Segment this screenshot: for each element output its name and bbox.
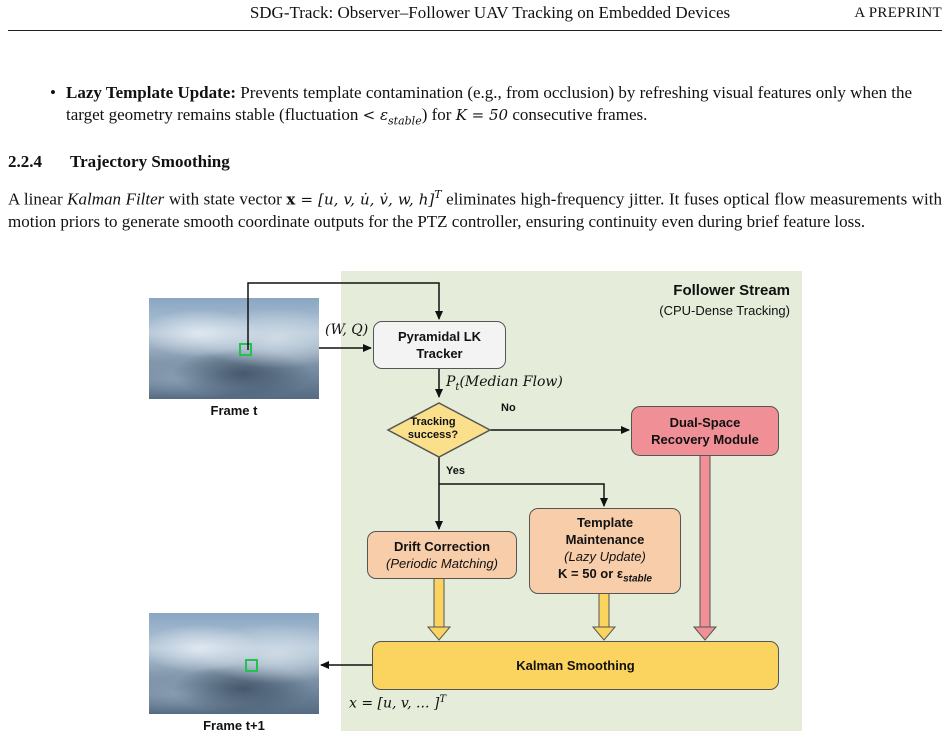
target-bounding-box [245,659,258,672]
input-label-wq: (W, Q) [325,322,369,338]
frame-t-caption: Frame t [210,403,258,418]
para-math-T: T [434,188,442,201]
stream-title: Follower Stream [673,282,790,299]
bullet-text-1: Prevents template contamination (e.g., f… [66,83,913,124]
no-label: No [501,402,516,414]
template-cond-k: K = 50 or ε [558,566,624,582]
recovery-line-1: Dual-Space [669,415,741,430]
decision-line-1: Tracking [410,416,456,428]
para-em: Kalman Filter [67,189,165,209]
state-equation: x = [u, v, ... ]T [349,694,446,712]
pt-rest: (Median Flow) [459,374,563,390]
kalman-smoothing-box: Kalman Smoothing [372,641,779,690]
template-sub: (Lazy Update) [564,549,646,565]
stream-subtitle: (CPU-Dense Tracking) [659,303,790,318]
header-title: SDG-Track: Observer–Follower UAV Trackin… [249,3,731,22]
recovery-line-2: Recovery Module [651,432,759,447]
kalman-label: Kalman Smoothing [516,658,635,673]
bullet-math-k: K = 50 [455,106,509,124]
thick-arrow-recovery-to-kalman [692,453,718,641]
pyramidal-lk-tracker-box: Pyramidal LK Tracker [373,321,506,369]
bullet-lead: Lazy Template Update: [66,83,236,102]
frame-t-image [149,298,319,399]
bullet-math-sub: stable [388,114,422,128]
template-maintenance-box: Template Maintenance (Lazy Update) K = 5… [529,508,681,594]
thick-arrow-drift-to-kalman [426,576,452,641]
bullet-math-lt: < ε [362,106,389,124]
template-title-1: Template [576,515,634,531]
target-bounding-box [239,343,252,356]
template-condition: K = 50 or εstable [558,565,652,588]
dual-space-recovery-box: Dual-Space Recovery Module [631,406,779,456]
template-cond-sub: stable [623,573,652,585]
para-text-2: with state vector [164,189,287,209]
yes-label: Yes [446,465,465,477]
bullet-text-3: consecutive frames. [508,105,648,124]
arrow-yes-to-template [439,483,608,507]
lk-line-2: Tracker [416,346,463,361]
drift-sub: (Periodic Matching) [386,556,498,571]
frame-t1-caption: Frame t+1 [203,718,265,733]
pt-sub: t [455,381,460,393]
drift-title: Drift Correction [393,539,491,554]
decision-label: Tracking success? [398,416,468,442]
lk-line-1: Pyramidal LK [397,329,482,344]
body-paragraph: A linear Kalman Filter with state vector… [8,184,942,233]
pt-sym: P [446,374,456,390]
header-rule [8,30,942,31]
decision-line-2: success? [407,429,459,441]
state-eq: x = [u, v, ... ] [349,695,440,712]
para-text-1: A linear [8,189,68,209]
decision-diamond [386,402,492,458]
drift-correction-box: Drift Correction (Periodic Matching) [367,531,517,579]
section-heading: 2.2.4 Trajectory Smoothing [8,152,230,172]
para-math-x: x [286,190,296,209]
thick-arrow-template-to-kalman [591,591,617,641]
bullet-lazy-template-update: • Lazy Template Update: Prevents templat… [50,82,946,132]
sky-photo [149,298,319,399]
median-flow-label: Pt(Median Flow) [446,374,563,393]
state-eq-T: T [439,694,446,705]
section-title: Trajectory Smoothing [70,152,230,171]
bullet-dot: • [50,83,56,102]
header-preprint: A PREPRINT [854,5,942,21]
section-number: 2.2.4 [8,152,42,171]
arrow-bbox-to-tracker [247,282,443,350]
template-title-2: Maintenance [565,532,645,548]
sky-photo [149,613,319,714]
bullet-text-2: ) for [421,105,456,124]
para-text-3: eliminates high-frequency jitter. It fus… [8,189,942,231]
frame-t1-image [149,613,319,714]
para-math-state: = [u, v, u̇, v̇, w, h] [295,190,435,209]
